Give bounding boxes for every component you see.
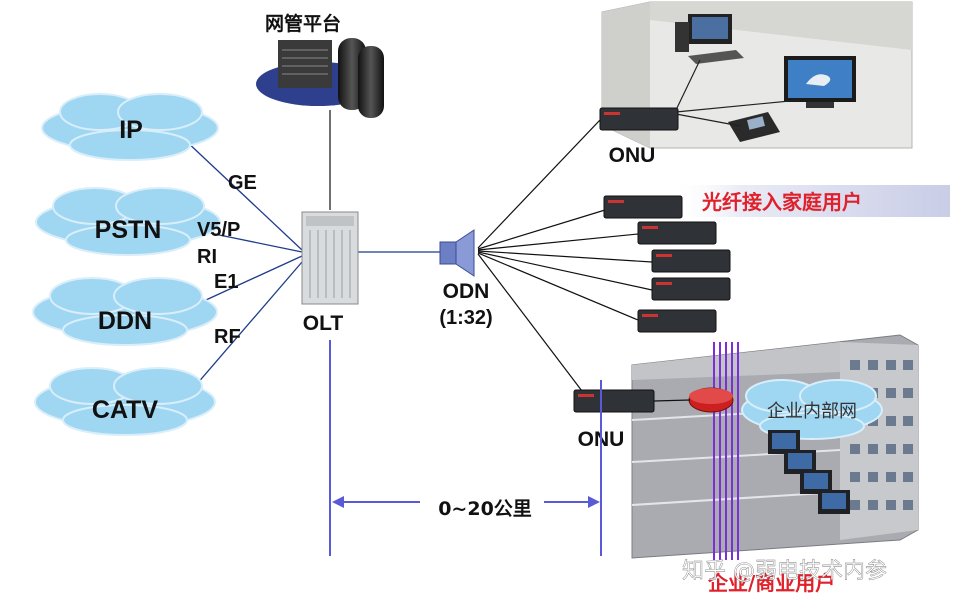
splitter-icon bbox=[439, 241, 457, 265]
service-label-pstn: PSTN bbox=[95, 216, 162, 244]
link-catv bbox=[189, 261, 303, 393]
enterprise-building: 企业内部网 bbox=[631, 334, 919, 560]
distance-indicator: 0~20公里 bbox=[329, 340, 602, 556]
service-cloud-ip: IP bbox=[41, 93, 219, 161]
olt-chassis-icon bbox=[301, 211, 359, 305]
service-cloud-catv: CATV bbox=[34, 367, 216, 436]
service-label-ddn: DDN bbox=[98, 307, 152, 335]
service-links bbox=[184, 139, 303, 393]
olt-label: OLT bbox=[303, 312, 344, 335]
onu-device-icon bbox=[637, 309, 717, 333]
nms-storage-icon-2 bbox=[358, 46, 384, 118]
odn-label: ODN bbox=[443, 280, 490, 303]
interface-rf: RF bbox=[214, 326, 241, 348]
onu-device-icon bbox=[637, 221, 717, 245]
enterprise-banner: 企业/商业用户 bbox=[707, 571, 835, 595]
riser-cables bbox=[713, 342, 739, 560]
watermark: 知乎 @弱电技术内参 bbox=[682, 559, 887, 584]
odn-ratio: (1:32) bbox=[439, 307, 492, 329]
onu-device-icon bbox=[603, 195, 683, 219]
link-pstn bbox=[194, 229, 303, 253]
odn-fanout bbox=[477, 119, 653, 396]
nms-server-icon bbox=[278, 40, 332, 88]
onu-device-icon bbox=[651, 249, 731, 273]
onu-group bbox=[603, 195, 731, 333]
odn-splitter: ODN (1:32) bbox=[439, 229, 493, 329]
interface-ri: RI bbox=[197, 246, 217, 268]
interface-e1: E1 bbox=[214, 271, 238, 293]
service-label-ip: IP bbox=[119, 116, 143, 144]
arrow-left-icon bbox=[332, 496, 344, 508]
service-cloud-pstn: PSTN bbox=[35, 187, 221, 256]
workstations-icon bbox=[768, 430, 850, 514]
onu-device-icon bbox=[573, 389, 655, 413]
link-ip bbox=[184, 139, 303, 251]
onu-home: ONU bbox=[599, 107, 679, 167]
home-banner: 光纤接入家庭用户 bbox=[701, 190, 862, 214]
link-ddn bbox=[194, 255, 303, 306]
arrow-right-icon bbox=[588, 496, 600, 508]
distance-label: 0~20公里 bbox=[438, 498, 532, 520]
onu-device-icon bbox=[599, 107, 679, 131]
home-banner-bg bbox=[670, 185, 950, 217]
service-label-catv: CATV bbox=[92, 396, 159, 424]
nms-label: 网管平台 bbox=[265, 12, 341, 35]
service-cloud-ddn: DDN bbox=[32, 277, 218, 346]
interface-ge: GE bbox=[228, 172, 257, 194]
olt-device: OLT bbox=[301, 211, 359, 335]
onu-top-label: ONU bbox=[609, 144, 656, 167]
enterprise-net-label: 企业内部网 bbox=[767, 401, 857, 422]
nms-platform: 网管平台 bbox=[256, 12, 384, 118]
onu-device-icon bbox=[651, 277, 731, 301]
interface-v5p: V5/P bbox=[197, 219, 240, 241]
